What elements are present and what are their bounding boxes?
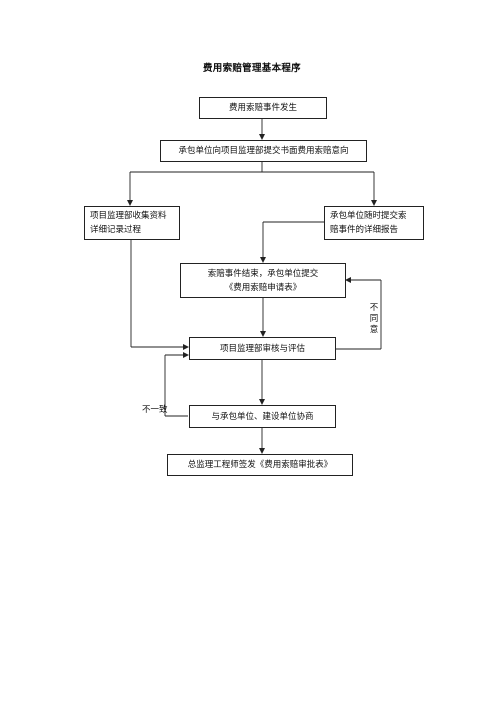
- node-event: 费用索赔事件发生: [199, 97, 327, 119]
- node-negotiate-text: 与承包单位、建设单位协商: [211, 411, 314, 422]
- node-apply: 索赔事件结束，承包单位提交 《费用索赔申请表》: [180, 263, 346, 298]
- node-collect-line-1: 项目监理部收集资料: [90, 211, 167, 221]
- node-approve: 总监理工程师签发《费用索赔审批表》: [167, 454, 353, 476]
- node-intent: 承包单位向项目监理部提交书面费用索赔意向: [160, 140, 367, 162]
- page-title: 费用索赔管理基本程序: [202, 63, 301, 74]
- node-negotiate: 与承包单位、建设单位协商: [189, 405, 336, 428]
- node-apply-line-2: 《费用索赔申请表》: [224, 282, 302, 293]
- node-collect-line-2: 详细记录过程: [90, 225, 142, 235]
- node-report: 承包单位随时提交索 赔事件的详细报告: [324, 206, 424, 240]
- node-approve-text: 总监理工程师签发《费用索赔审批表》: [187, 460, 333, 470]
- node-report-line-2: 赔事件的详细报告: [330, 225, 399, 235]
- node-event-text: 费用索赔事件发生: [228, 103, 297, 113]
- node-apply-line-1: 索赔事件结束，承包单位提交: [207, 268, 319, 279]
- node-review-text: 项目监理部审核与评估: [219, 343, 305, 354]
- node-collect: 项目监理部收集资料 详细记录过程: [84, 206, 180, 240]
- label-disagree: 不同意: [369, 303, 379, 335]
- node-intent-text: 承包单位向项目监理部提交书面费用索赔意向: [178, 146, 349, 156]
- label-inconsistent: 不一致: [142, 405, 168, 415]
- node-review: 项目监理部审核与评估: [189, 337, 336, 360]
- node-report-line-1: 承包单位随时提交索: [330, 211, 407, 221]
